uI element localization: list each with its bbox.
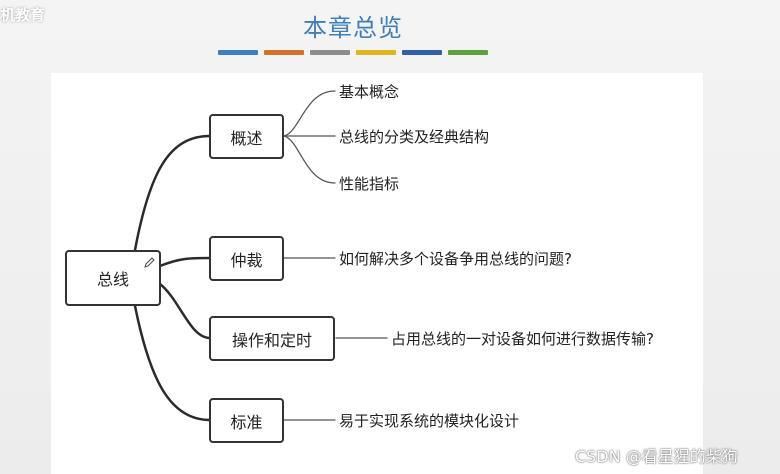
connector-root-overview <box>133 134 212 252</box>
leaf-performance-metrics: 性能指标 <box>339 175 400 193</box>
branch-label-timing: 操作和定时 <box>231 330 312 350</box>
leaf-arbitration-question: 如何解决多个设备争用总线的问题? <box>339 250 572 268</box>
pencil-icon <box>143 254 155 268</box>
root-node-label: 总线 <box>96 270 129 289</box>
logo: 机教育 <box>0 6 46 24</box>
leaf-basic-concepts: 基本概念 <box>339 83 400 101</box>
title-color-bar <box>402 50 442 55</box>
title-color-bar <box>264 50 304 55</box>
connector-root-arbitration <box>158 256 212 268</box>
page-title: 本章总览 <box>303 14 403 42</box>
connector-overview-concept <box>283 90 336 137</box>
branch-label-overview: 概述 <box>230 128 263 148</box>
branch-node-arbitration: 仲裁 <box>209 236 284 281</box>
title-color-bar <box>310 50 350 55</box>
color-bars <box>218 50 488 55</box>
branch-node-timing: 操作和定时 <box>209 316 335 361</box>
branch-label-standard: 标准 <box>230 412 263 432</box>
leaf-transfer-question: 占用总线的一对设备如何进行数据传输? <box>391 330 654 348</box>
title-color-bar <box>218 50 258 55</box>
watermark: CSDN @看星猩的柴狗 <box>575 447 738 466</box>
root-node: 总线 <box>65 250 161 306</box>
connector-root-timing <box>158 282 212 340</box>
branch-node-overview: 概述 <box>209 114 284 159</box>
leaf-modular-design: 易于实现系统的模块化设计 <box>339 412 520 430</box>
connector-overview-perf <box>283 135 336 184</box>
connector-root-standard <box>133 304 212 422</box>
leaf-bus-classification: 总线的分类及经典结构 <box>339 128 490 146</box>
branch-label-arbitration: 仲裁 <box>230 250 263 270</box>
branch-node-standard: 标准 <box>209 398 284 443</box>
title-color-bar <box>356 50 396 55</box>
title-color-bar <box>448 50 488 55</box>
